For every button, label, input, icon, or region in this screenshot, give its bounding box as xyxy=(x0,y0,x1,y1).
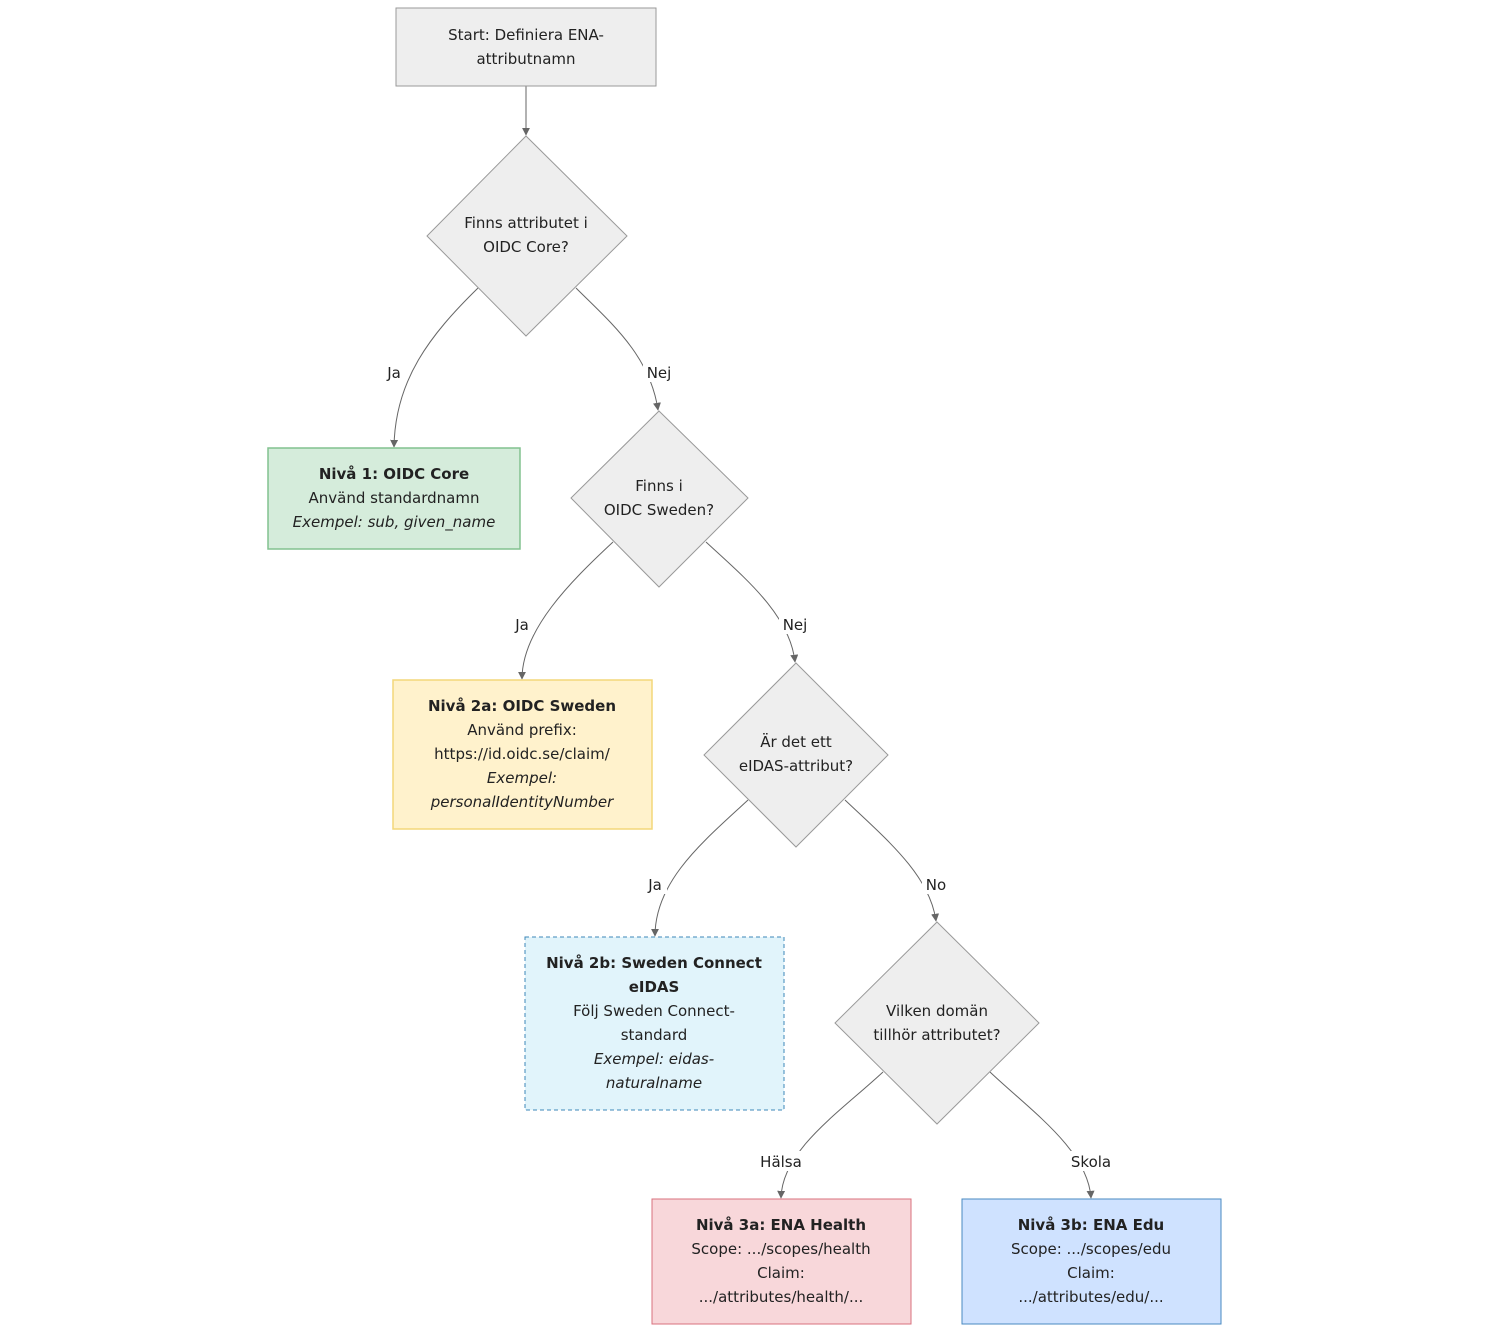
node-text-line: OIDC Sweden? xyxy=(604,501,714,519)
node-text-line: Exempel: eidas- xyxy=(594,1050,714,1068)
decision-oidc-core-text: Finns attributet i OIDC Core? xyxy=(464,214,588,256)
level2a-box xyxy=(392,679,653,830)
node-text-line: naturalname xyxy=(606,1074,702,1092)
edge-label-text: Nej xyxy=(647,364,672,382)
node-text-line: Scope: .../scopes/edu xyxy=(1011,1240,1171,1258)
node-text-line: Följ Sweden Connect- xyxy=(573,1002,735,1020)
edge-sweden-no xyxy=(705,541,799,663)
node-text-line: Använd prefix: xyxy=(467,721,577,739)
node-text-line: .../attributes/edu/... xyxy=(1018,1288,1163,1306)
node-text-line: eIDAS xyxy=(629,978,680,996)
node-text-line: attributnamn xyxy=(476,50,575,68)
node-text-line: Finns i xyxy=(635,477,682,495)
node-text-line: Nivå 2b: Sweden Connect xyxy=(546,954,762,972)
edge-label-core-no: Nej xyxy=(643,362,675,382)
level3a-box xyxy=(651,1198,912,1325)
edge-label-text: No xyxy=(926,876,946,894)
decision-domain-text: Vilken domän tillhör attributet? xyxy=(873,1002,1000,1044)
decision-oidc-core: Finns attributet i OIDC Core? xyxy=(426,135,628,337)
edge-eidas-yes xyxy=(651,799,749,937)
edge-domain-health xyxy=(777,1071,884,1199)
decision-eidas-diamond xyxy=(703,662,889,848)
node-text-line: personalIdentityNumber xyxy=(430,793,614,811)
level2b-text: Nivå 2b: Sweden Connect eIDAS Följ Sweden … xyxy=(546,954,762,1092)
edge-label-text: Skola xyxy=(1071,1153,1111,1171)
decision-domain-diamond xyxy=(834,921,1040,1125)
edge-label-text: Ja xyxy=(386,364,401,382)
node-text-line: Vilken domän xyxy=(886,1002,988,1020)
node-text-line: Använd standardnamn xyxy=(309,489,480,507)
node-text-line: Finns attributet i xyxy=(464,214,588,232)
edge-domain-edu xyxy=(989,1071,1095,1199)
node-text-line: Nivå 1: OIDC Core xyxy=(319,465,469,483)
node-text-line: https://id.oidc.se/claim/ xyxy=(434,745,611,763)
edge-sweden-yes xyxy=(518,541,614,680)
node-text-line: Är det ett xyxy=(760,732,832,751)
edge-core-no xyxy=(575,287,661,411)
start-node-text: Start: Definiera ENA-attributnamn xyxy=(448,26,604,68)
edge-label-text: Hälsa xyxy=(760,1153,802,1171)
edge-labels: Ja Nej Ja Nej Ja No Hälsa Skola xyxy=(382,362,1115,1171)
edge-label-sweden-yes: Ja xyxy=(510,614,534,634)
edge-label-domain-edu: Skola xyxy=(1067,1151,1115,1171)
node-text-line: Claim: xyxy=(757,1264,805,1282)
start-node: Start: Definiera ENA-attributnamn xyxy=(395,7,657,87)
edge-label-text: Nej xyxy=(783,616,808,634)
start-node-box xyxy=(395,7,657,87)
node-text-line: Scope: .../scopes/health xyxy=(691,1240,870,1258)
node-text-line: standard xyxy=(621,1026,688,1044)
node-text-line: Exempel: sub, given_name xyxy=(293,513,496,532)
level3b-box xyxy=(961,1198,1222,1325)
node-text-line: Nivå 2a: OIDC Sweden xyxy=(428,697,616,715)
node-text-line: .../attributes/health/... xyxy=(699,1288,864,1306)
node-text-line: Exempel: xyxy=(487,769,557,787)
edge-label-text: Ja xyxy=(514,616,529,634)
node-text-line: tillhör attributet? xyxy=(873,1026,1000,1044)
node-text-line: OIDC Core? xyxy=(483,238,569,256)
edge-label-domain-health: Hälsa xyxy=(758,1151,804,1171)
edge-label-eidas-no: No xyxy=(922,874,950,894)
edge-eidas-no xyxy=(844,799,940,922)
edge-label-eidas-yes: Ja xyxy=(643,874,667,894)
decision-oidc-sweden: Finns i OIDC Sweden? xyxy=(570,410,749,588)
decision-domain: Vilken domän tillhör attributet? xyxy=(834,921,1040,1125)
level1-box xyxy=(267,447,521,550)
edge-label-sweden-no: Nej xyxy=(779,614,811,634)
node-text-line: Nivå 3a: ENA Health xyxy=(696,1216,866,1234)
level2b-sweden-connect: Nivå 2b: Sweden Connect eIDAS Följ Sweden … xyxy=(524,936,785,1111)
node-text-line: Nivå 3b: ENA Edu xyxy=(1018,1216,1165,1234)
edge-label-text: Ja xyxy=(647,876,662,894)
node-text-line: Start: Definiera ENA- xyxy=(448,26,604,44)
level2b-box xyxy=(524,936,785,1111)
node-text-line: Claim: xyxy=(1067,1264,1115,1282)
decision-eidas: Är det ett eIDAS-attribut? xyxy=(703,662,889,848)
edges xyxy=(390,86,1095,1199)
decision-oidc-sweden-diamond xyxy=(570,410,749,588)
decision-oidc-core-diamond xyxy=(426,135,628,337)
decision-oidc-sweden-text: Finns i OIDC Sweden? xyxy=(604,477,714,519)
node-text-line: eIDAS-attribut? xyxy=(739,757,853,775)
edge-core-yes xyxy=(390,287,479,448)
decision-eidas-text: Är det ett eIDAS-attribut? xyxy=(739,732,853,775)
edge-label-core-yes: Ja xyxy=(382,362,406,382)
